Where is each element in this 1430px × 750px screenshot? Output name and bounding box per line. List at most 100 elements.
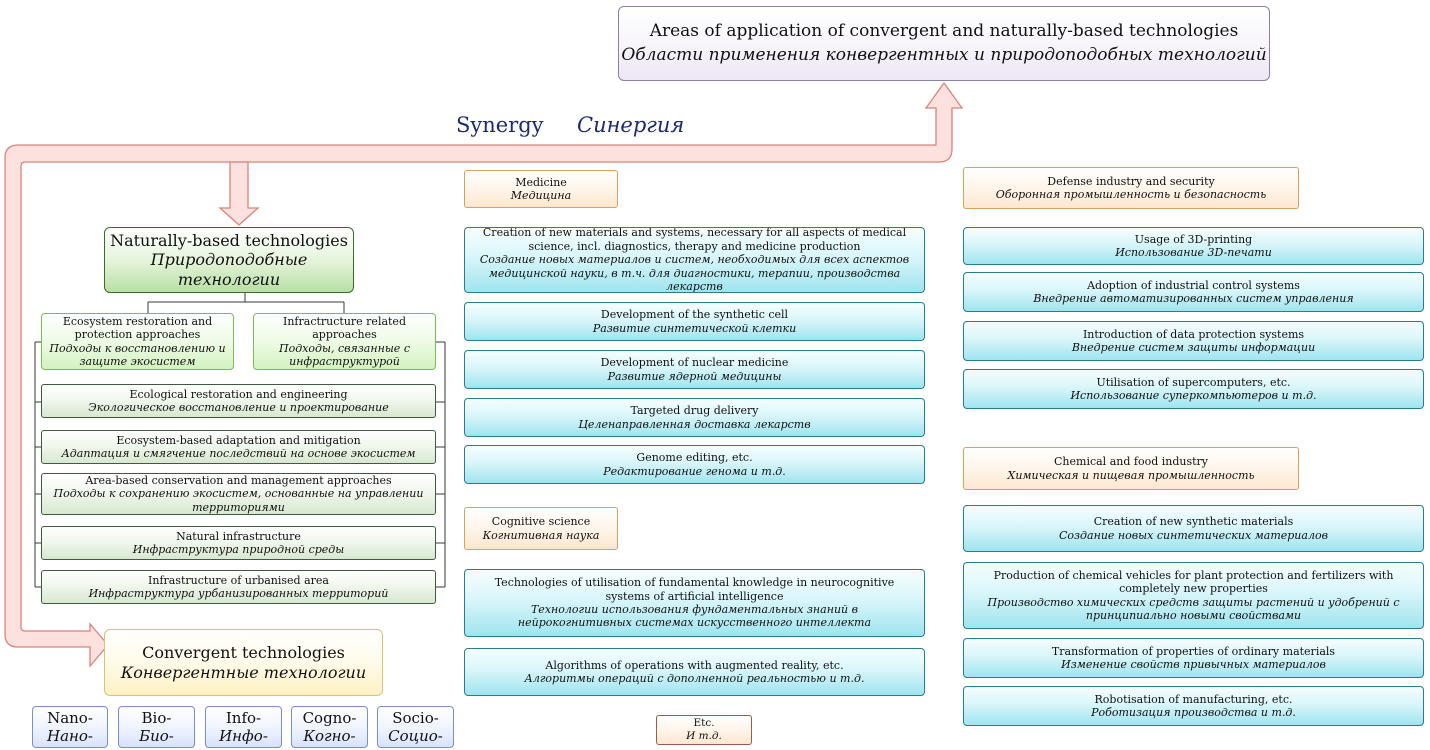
- chip-label-en: Cogno-: [302, 708, 357, 727]
- etc-box: Etc. И т.д.: [656, 715, 752, 745]
- item-label-en: Adoption of industrial control systems: [1087, 278, 1300, 292]
- convergent-chip-nano: Nano- Нано-: [32, 706, 108, 748]
- item-label-en: Targeted drug delivery: [630, 404, 759, 418]
- cognitive-item: Technologies of utilisation of fundament…: [464, 569, 925, 637]
- areas-of-application-box: Areas of application of convergent and n…: [618, 6, 1270, 81]
- item-label-en: Introduction of data protection systems: [1082, 327, 1305, 341]
- convergent-title-en: Convergent technologies: [142, 642, 345, 662]
- item-label-ru: Инфраструктура урбанизированных территор…: [88, 587, 389, 600]
- natural-item: Ecological restoration and engineering Э…: [41, 384, 436, 418]
- convergent-chip-info: Info- Инфо-: [205, 706, 282, 748]
- item-label-en: Natural infrastructure: [176, 529, 301, 543]
- defense-item: Adoption of industrial control systems В…: [963, 272, 1424, 312]
- header-label-en: Cognitive science: [491, 515, 591, 529]
- chemical-item: Creation of new synthetic materials Созд…: [963, 505, 1424, 552]
- chip-label-en: Bio-: [141, 708, 172, 727]
- defense-item: Usage of 3D-printing Использование 3D-пе…: [963, 227, 1424, 265]
- item-label-en: Genome editing, etc.: [636, 451, 753, 465]
- item-label-ru: Внедрение автоматизированных систем упра…: [1033, 292, 1354, 305]
- chip-label-ru: Инфо-: [219, 727, 268, 745]
- convergent-chip-cogno: Cogno- Когно-: [291, 706, 368, 748]
- item-label-en: Robotisation of manufacturing, etc.: [1094, 692, 1293, 706]
- item-label-en: Transformation of properties of ordinary…: [1051, 644, 1336, 658]
- item-label-ru: Редактирование генома и т.д.: [603, 464, 786, 478]
- item-label-en: Infrastructure of urbanised area: [148, 573, 329, 587]
- etc-label-ru: И т.д.: [686, 730, 722, 742]
- natural-tree: [34, 293, 446, 588]
- item-label-en: Ecosystem-based adaptation and mitigatio…: [116, 433, 361, 447]
- item-label-ru: Инфраструктура природной среды: [132, 543, 345, 556]
- header-label-en: Medicine: [515, 175, 567, 189]
- chemical-item: Transformation of properties of ordinary…: [963, 638, 1424, 678]
- item-label-ru: Целенаправленная доставка лекарств: [578, 417, 811, 431]
- item-label-en: Utilisation of supercomputers, etc.: [1096, 375, 1291, 389]
- medicine-item: Creation of new materials and systems, n…: [464, 227, 925, 293]
- item-label-ru: Использование 3D-печати: [1115, 246, 1272, 259]
- item-label-en: Development of the synthetic cell: [600, 308, 789, 322]
- item-label-en: Usage of 3D-printing: [1134, 232, 1253, 246]
- item-label-en: Technologies of utilisation of fundament…: [494, 576, 895, 603]
- approach-infrastructure: Infractructure related approaches Подход…: [253, 313, 436, 370]
- medicine-item: Targeted drug delivery Целенаправленная …: [464, 398, 925, 437]
- approach-label-en: Infractructure related approaches: [283, 314, 406, 342]
- chip-label-ru: Социо-: [388, 727, 443, 745]
- item-label-ru: Изменение свойств привычных материалов: [1061, 658, 1326, 671]
- chip-label-en: Nano-: [47, 708, 93, 727]
- item-label-en: Creation of new synthetic materials: [1093, 515, 1294, 529]
- top-title-ru: Области применения конвергентных и приро…: [621, 45, 1267, 65]
- natural-title-ru: Природоподобные технологии: [150, 250, 308, 289]
- medicine-item: Development of nuclear medicine Развитие…: [464, 350, 925, 389]
- item-label-ru: Адаптация и смягчение последствий на осн…: [61, 447, 416, 460]
- defense-item: Utilisation of supercomputers, etc. Испо…: [963, 369, 1424, 409]
- item-label-en: Algorithms of operations with augmented …: [545, 658, 844, 672]
- item-label-ru: Подходы к сохранению экосистем, основанн…: [53, 487, 424, 514]
- chip-label-en: Info-: [225, 708, 262, 727]
- header-label-en: Defense industry and security: [1047, 174, 1215, 188]
- medicine-item: Development of the synthetic cell Развит…: [464, 302, 925, 341]
- item-label-ru: Создание новых материалов и систем, необ…: [479, 253, 910, 293]
- chip-label-ru: Нано-: [46, 727, 93, 745]
- convergent-chip-bio: Bio- Био-: [118, 706, 195, 748]
- natural-item: Ecosystem-based adaptation and mitigatio…: [41, 430, 436, 464]
- item-label-ru: Экологическое восстановление и проектиро…: [88, 401, 389, 414]
- synergy-arrow: [4, 81, 964, 668]
- item-label-ru: Развитие синтетической клетки: [592, 321, 797, 335]
- approach-label-ru: Подходы к восстановлению и защите экосис…: [49, 341, 226, 368]
- item-label-ru: Использование суперкомпьютеров и т.д.: [1070, 389, 1317, 402]
- item-label-ru: Роботизация производства и т.д.: [1091, 706, 1296, 719]
- item-label-ru: Производство химических средств защиты р…: [987, 595, 1400, 622]
- header-label-en: Chemical and food industry: [1054, 455, 1208, 469]
- item-label-en: Creation of new materials and systems, n…: [482, 227, 907, 253]
- medicine-item: Genome editing, etc. Редактирование гено…: [464, 445, 925, 484]
- chemical-header: Chemical and food industry Химическая и …: [963, 447, 1299, 490]
- item-label-ru: Создание новых синтетических материалов: [1059, 528, 1328, 542]
- item-label-en: Production of chemical vehicles for plan…: [993, 568, 1394, 596]
- chip-label-ru: Когно-: [303, 727, 356, 745]
- item-label-en: Area-based conservation and management a…: [85, 473, 392, 487]
- header-label-ru: Химическая и пищевая промышленность: [1007, 468, 1255, 482]
- convergent-title-ru: Конвергентные технологии: [120, 662, 367, 682]
- synergy-label-ru: Синергия: [577, 113, 685, 137]
- approach-ecosystem: Ecosystem restoration and protection app…: [41, 313, 234, 370]
- convergent-technologies-box: Convergent technologies Конвергентные те…: [104, 629, 383, 696]
- defense-header: Defense industry and security Оборонная …: [963, 167, 1299, 209]
- cognitive-header: Cognitive science Когнитивная наука: [464, 507, 618, 550]
- cognitive-item: Algorithms of operations with augmented …: [464, 648, 925, 696]
- top-title-en: Areas of application of convergent and n…: [649, 21, 1239, 42]
- natural-title-en: Naturally-based technologies: [110, 230, 348, 250]
- natural-item: Infrastructure of urbanised area Инфраст…: [41, 570, 436, 604]
- medicine-header: Medicine Медицина: [464, 170, 618, 208]
- chemical-item: Production of chemical vehicles for plan…: [963, 562, 1424, 629]
- item-label-ru: Технологии использования фундаментальных…: [517, 603, 872, 630]
- chip-label-ru: Био-: [139, 727, 174, 745]
- item-label-ru: Развитие ядерной медицины: [607, 369, 782, 383]
- item-label-ru: Алгоритмы операций с дополненной реально…: [524, 672, 865, 685]
- header-label-ru: Когнитивная наука: [482, 528, 600, 542]
- approach-label-en: Ecosystem restoration and protection app…: [62, 314, 213, 342]
- natural-item: Area-based conservation and management a…: [41, 473, 436, 515]
- etc-label-en: Etc.: [693, 717, 715, 730]
- header-label-ru: Медицина: [510, 189, 572, 202]
- approach-label-ru: Подходы, связанные с инфраструктурой: [279, 341, 410, 368]
- header-label-ru: Оборонная промышленность и безопасность: [995, 188, 1267, 201]
